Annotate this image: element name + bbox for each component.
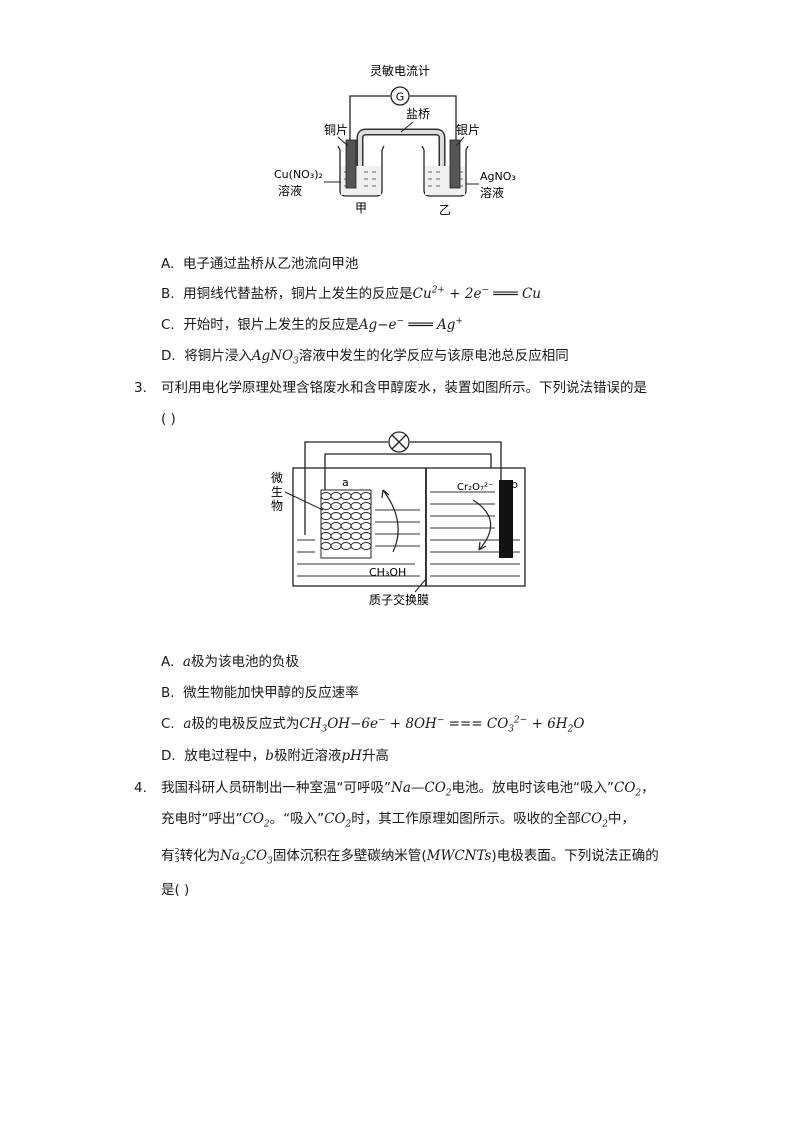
q3-number: 3. (134, 380, 147, 396)
methanol-label: CH₃OH (369, 566, 406, 579)
equation-methanol: CH3OH−6e− + 8OH− === CO32− + 6H2O (299, 715, 585, 735)
option-text: 用铜线代替盐桥，铜片上发生的反应是 (183, 286, 413, 302)
microbe-label-2: 生 (271, 485, 283, 499)
q3-option-a[interactable]: A. a极为该电池的负极 (161, 654, 299, 670)
q3-option-b[interactable]: B. 微生物能加快甲醇的反应速率 (161, 684, 359, 702)
galvanometer-symbol: G (396, 91, 405, 104)
q3-option-c[interactable]: C. a极的电极反应式为CH3OH−6e− + 8OH− === CO32− +… (161, 715, 585, 735)
formula-agno3: AgNO3 (251, 348, 299, 367)
right-solution-word: 溶液 (480, 185, 504, 200)
q3-answer-blank[interactable]: ( ) (161, 411, 176, 427)
right-cell-label: 乙 (439, 203, 451, 217)
galvanometer-label: 灵敏电流计 (370, 63, 430, 78)
dichromate-label: Cr₂O₇²⁻ (457, 482, 493, 493)
equation-cu: Cu2+ + 2e− ═══ Cu (412, 285, 541, 302)
q4-number: 4. (134, 780, 147, 796)
microbe-label-3: 物 (271, 499, 283, 513)
left-cell-label: 甲 (355, 201, 367, 215)
q3-stem: 可利用电化学原理处理含铬废水和含甲醇废水，装置如图所示。下列说法错误的是 (161, 380, 647, 396)
q4-line-2: 充电时“呼出”CO2。“吸入”CO2时，其工作原理如图所示。吸收的全部CO2中， (161, 811, 635, 830)
option-text: 开始时，银片上发生的反应是 (183, 317, 359, 333)
q2-option-b[interactable]: B. 用铜线代替盐桥，铜片上发生的反应是Cu2+ + 2e− ═══ Cu (161, 285, 541, 303)
option-text: 极的电极反应式为 (191, 716, 300, 732)
microbial-fuel-cell-figure: a 微 生 物 CH₃OH b Cr₂O₇²⁻ 质子交换膜 (271, 431, 526, 607)
microbe-label-1: 微 (271, 471, 283, 485)
option-letter: A. (161, 654, 175, 670)
option-letter: D. (161, 348, 176, 364)
membrane-label: 质子交换膜 (369, 592, 429, 607)
q2-option-a[interactable]: A. 电子通过盐桥从乙池流向甲池 (161, 255, 358, 273)
left-solution-word: 溶液 (278, 183, 302, 198)
option-letter: A. (161, 256, 175, 272)
q2-option-d[interactable]: D. 将铜片浸入AgNO3溶液中发生的化学反应与该原电池总反应相同 (161, 348, 569, 367)
electrode-b-label: b (511, 478, 518, 491)
option-text: 电子通过盐桥从乙池流向甲池 (182, 256, 359, 272)
option-letter: C. (161, 716, 175, 732)
galvanic-cell-figure: G 灵敏电流计 盐桥 铜片 银片 Cu(NO₃)₂ 溶液 AgNO₃ 溶液 甲 … (274, 63, 516, 217)
option-text: 极为该电池的负极 (190, 654, 299, 670)
option-letter: B. (161, 286, 175, 302)
right-solution-formula: AgNO₃ (480, 170, 516, 183)
copper-plate-label: 铜片 (324, 122, 348, 137)
option-text: 微生物能加快甲醇的反应速率 (183, 685, 359, 701)
option-letter: B. (161, 685, 175, 701)
q4-line-1: 我国科研人员研制出一种室温“可呼吸”Na—CO2电池。放电时该电池“吸入”CO2… (161, 780, 655, 799)
option-letter: D. (161, 748, 176, 764)
electrode-a-label: a (342, 476, 349, 489)
option-letter: C. (161, 317, 175, 333)
equation-ag: Ag−e− ═══ Ag+ (358, 316, 463, 333)
salt-bridge-label: 盐桥 (406, 107, 430, 121)
q4-line-4[interactable]: 是( ) (161, 882, 190, 898)
q2-option-c[interactable]: C. 开始时，银片上发生的反应是Ag−e− ═══ Ag+ (161, 316, 463, 334)
q3-option-d[interactable]: D. 放电过程中，b极附近溶液pH升高 (161, 748, 389, 764)
silver-plate-label: 银片 (456, 123, 480, 137)
left-solution-formula: Cu(NO₃)₂ (274, 168, 323, 181)
